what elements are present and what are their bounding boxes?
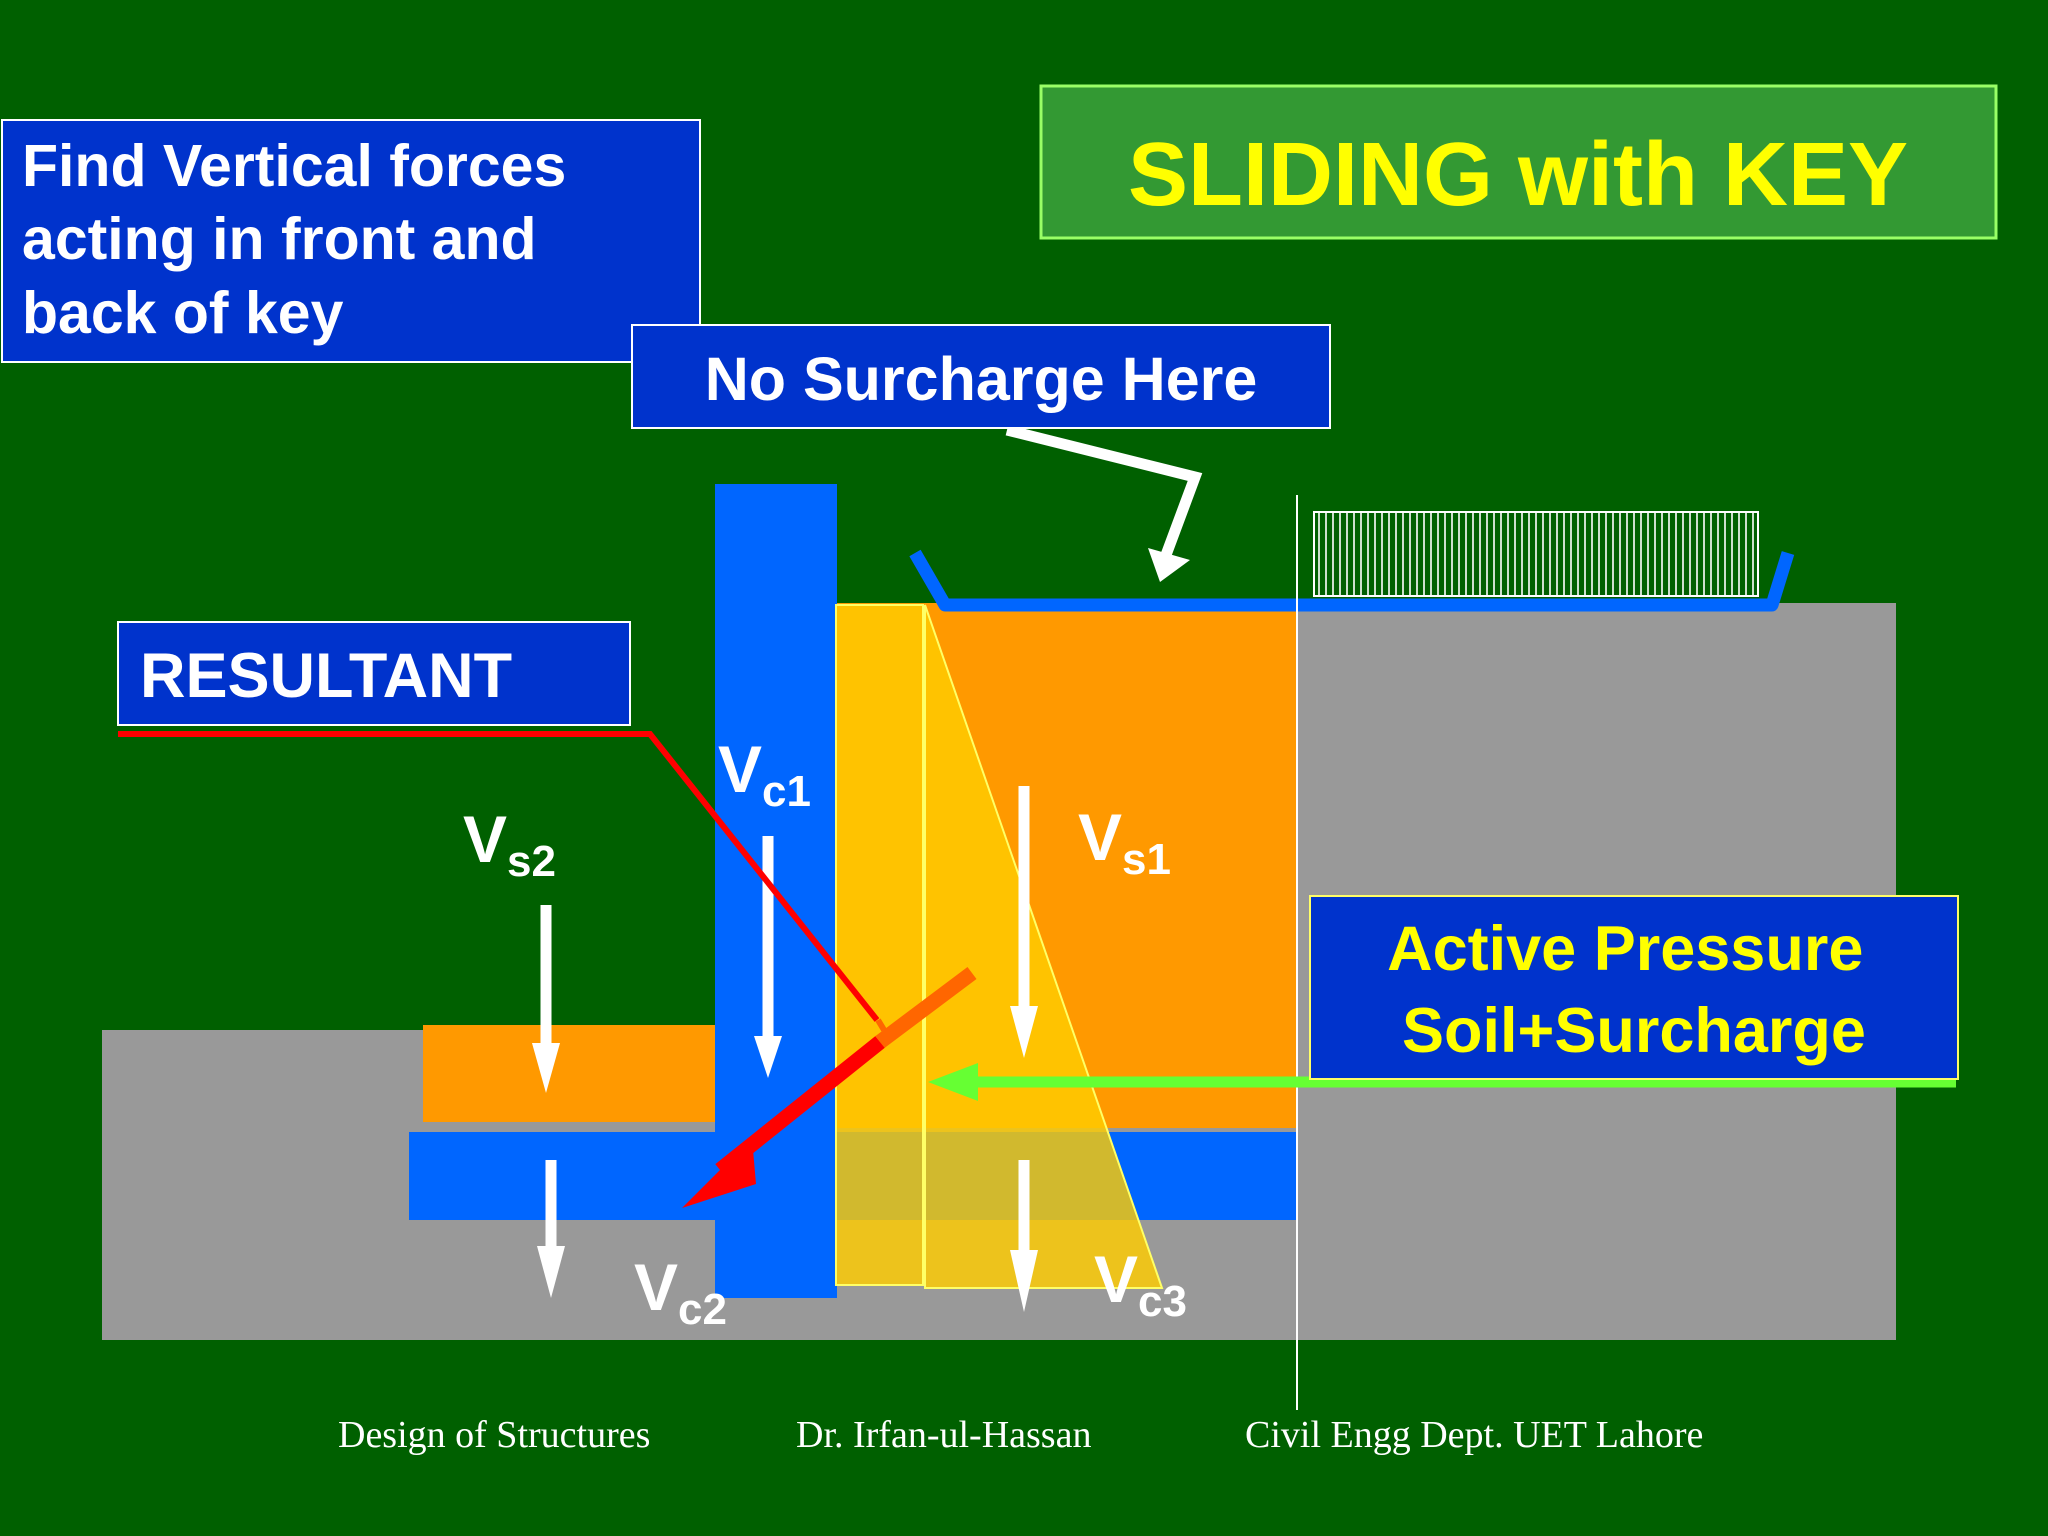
title-box <box>1039 84 1998 240</box>
resultant-label: RESULTANT <box>140 641 512 711</box>
force-label-vc1: Vc1 <box>718 732 811 816</box>
resultant-arrowhead <box>682 1138 756 1208</box>
question-line-3: back of key <box>22 280 344 346</box>
resultant-orange-line <box>875 1018 887 1032</box>
force-label-vs1: Vs1 <box>1078 800 1171 884</box>
no-surcharge-box <box>631 324 1331 429</box>
active-pressure-box <box>1309 895 1959 1080</box>
surcharge-load <box>1313 511 1759 597</box>
pressure-triangle <box>924 604 1164 1289</box>
footer-course: Design of Structures <box>338 1414 650 1456</box>
question-line-2: acting in front and <box>22 206 537 272</box>
force-label-vc3: Vc3 <box>1094 1242 1187 1326</box>
active-pressure-line-2: Soil+Surcharge <box>1402 996 1866 1066</box>
resultant-box <box>117 621 631 726</box>
force-arrows <box>532 786 1038 1312</box>
active-pressure-text: Active Pressure Soil+Surcharge <box>1387 914 1881 1066</box>
force-label-vc2: Vc2 <box>634 1250 727 1334</box>
footer-author: Dr. Irfan-ul-Hassan <box>796 1414 1091 1456</box>
question-text: Find Vertical forces acting in front and… <box>22 133 583 346</box>
no-surcharge-label: No Surcharge Here <box>705 345 1258 413</box>
soil-wedge-rect <box>835 604 924 1286</box>
surcharge-surface-line <box>909 549 1795 612</box>
front-soil <box>423 1025 715 1122</box>
active-pressure-line-1: Active Pressure <box>1387 914 1863 984</box>
slide-title: SLIDING with KEY <box>1128 125 1908 225</box>
no-surcharge-pointer-arrow <box>1005 424 1203 582</box>
active-pressure-arrowhead <box>928 1063 978 1101</box>
question-box <box>1 119 701 363</box>
resultant-leader-line <box>118 731 880 1022</box>
force-label-vs2: Vs2 <box>463 802 556 886</box>
footer-department: Civil Engg Dept. UET Lahore <box>1245 1414 1703 1456</box>
resultant-arrow-orange <box>875 967 977 1048</box>
question-line-1: Find Vertical forces <box>22 133 566 199</box>
